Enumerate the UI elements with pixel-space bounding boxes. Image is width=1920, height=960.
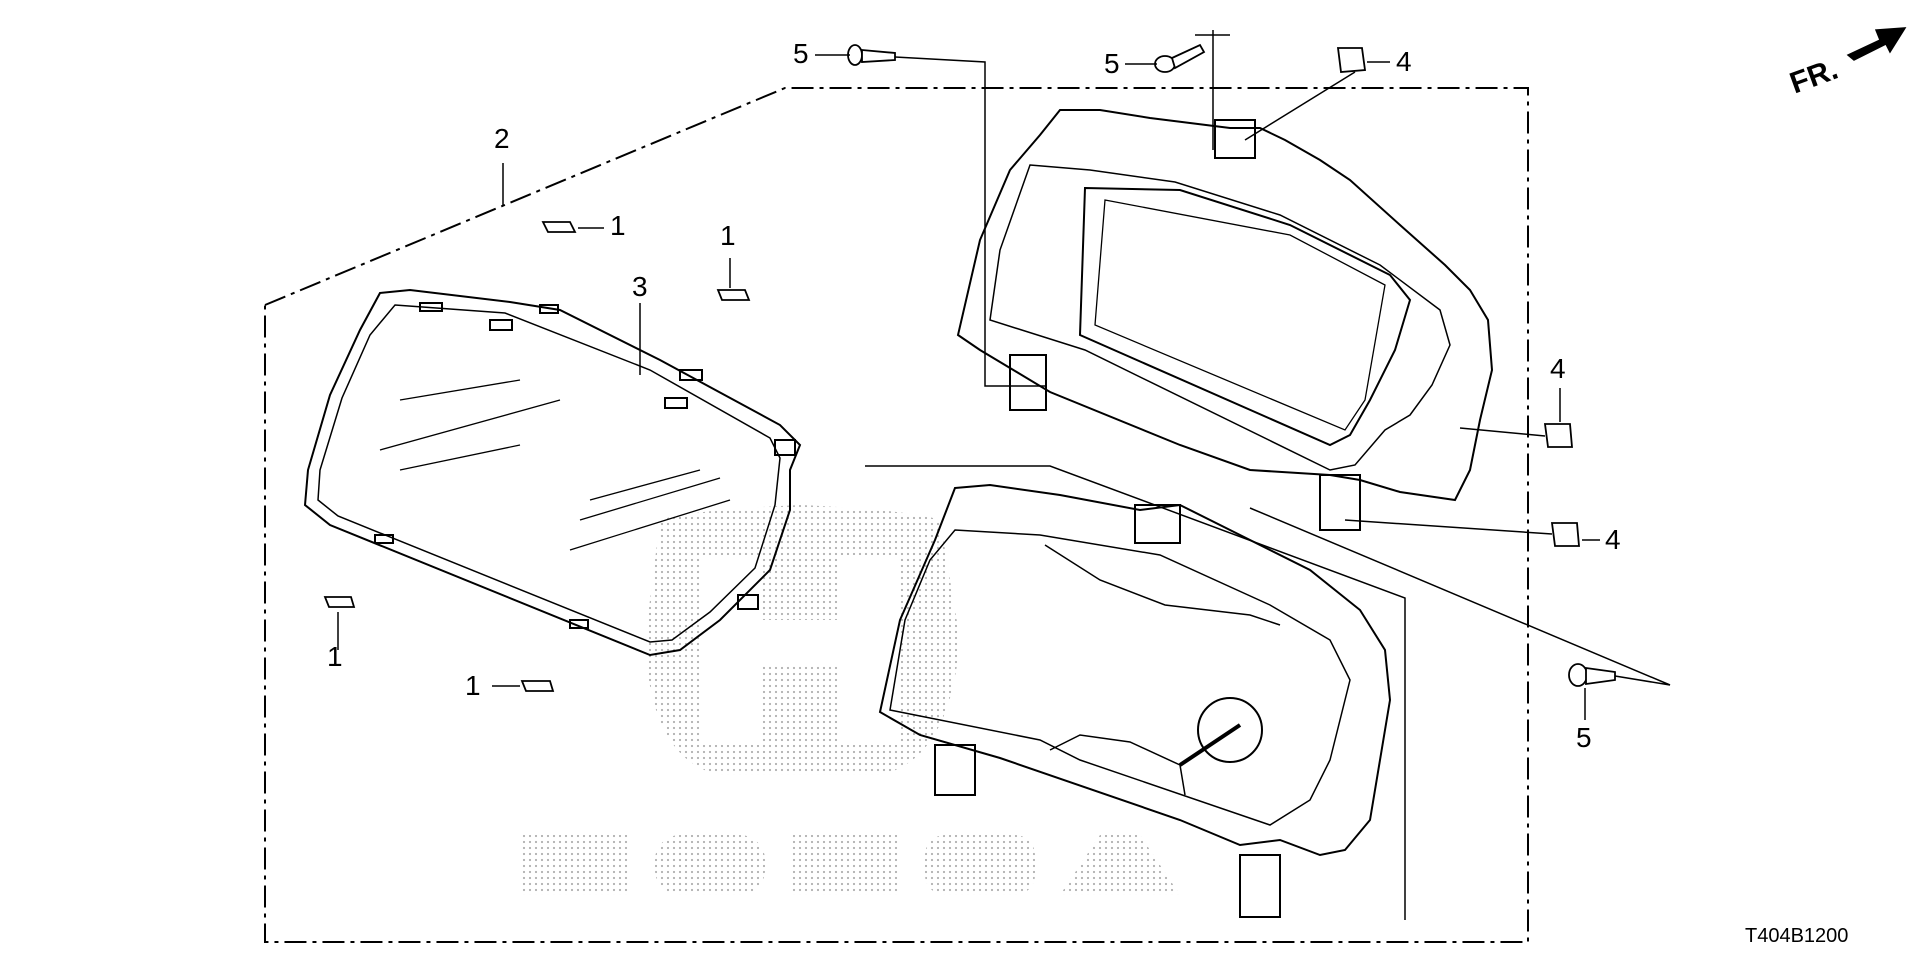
callout-part-4: 4 <box>1550 353 1566 384</box>
callout-part-5: 5 <box>1576 722 1592 753</box>
screw <box>1568 663 1616 687</box>
clip-nuts <box>1336 47 1580 547</box>
honda-wordmark-watermark <box>520 835 1180 895</box>
tapping-screws <box>847 43 1616 687</box>
assembly-boundary-dashed <box>264 87 1529 943</box>
callout-part-4: 4 <box>1396 46 1412 77</box>
callout-part-1: 1 <box>465 670 481 701</box>
meter-lens-cover <box>303 288 802 657</box>
callout-part-1: 1 <box>720 220 736 251</box>
callout-part-4: 4 <box>1605 524 1621 555</box>
cushion-pads <box>323 221 751 692</box>
clip-nut <box>1336 47 1367 73</box>
diagram-code: T404B1200 <box>1745 925 1849 947</box>
callout-part-5: 5 <box>1104 48 1120 79</box>
screw <box>1154 43 1206 73</box>
cushion-pad <box>541 221 577 233</box>
screw <box>847 44 896 66</box>
clip-nut <box>1550 522 1580 547</box>
leader-lines <box>337 30 1671 920</box>
callout-part-3: 3 <box>632 271 648 302</box>
callout-part-1: 1 <box>327 641 343 672</box>
meter-housing-rear <box>956 109 1494 531</box>
meter-housing-front <box>878 483 1392 918</box>
callout-part-1: 1 <box>610 210 626 241</box>
honda-logo-watermark <box>520 505 1180 895</box>
front-direction-arrow-icon <box>1846 27 1907 61</box>
cushion-pad <box>323 596 356 608</box>
callout-part-2: 2 <box>494 123 510 154</box>
clip-nut <box>1543 423 1573 448</box>
cushion-pad <box>716 289 751 301</box>
cushion-pad <box>520 680 555 692</box>
callout-part-5: 5 <box>793 38 809 69</box>
